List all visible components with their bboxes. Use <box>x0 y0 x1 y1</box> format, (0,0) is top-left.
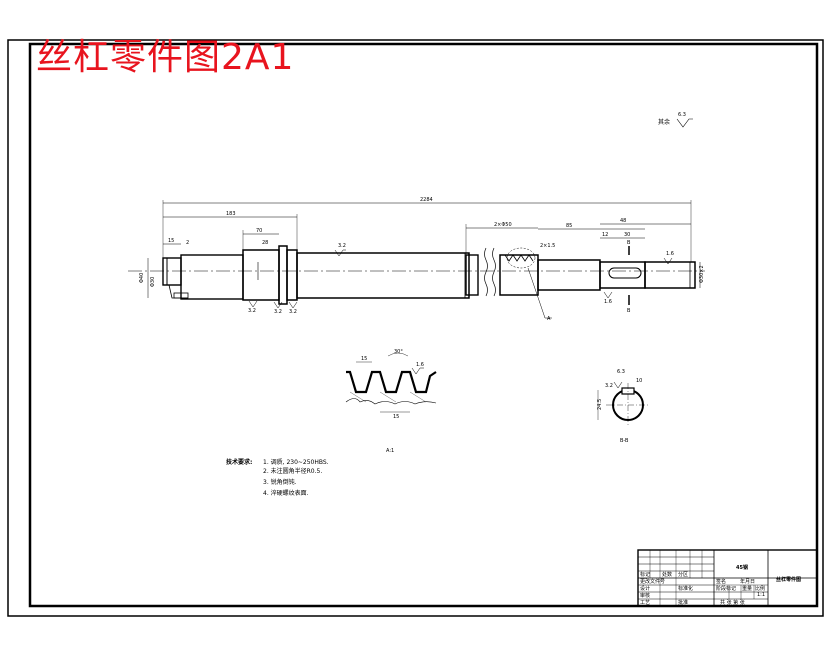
keyway <box>608 267 642 279</box>
tech-req-item: 3. 锐角倒钝. <box>263 478 297 486</box>
dim-overall: 2284 <box>420 197 433 203</box>
dim-collar-small: 28 <box>262 240 268 246</box>
dim-right-dia: Φ30×2 <box>699 265 705 283</box>
roughness-mark: 1.6 <box>604 299 612 305</box>
tb-designer: 设计 <box>640 585 650 592</box>
section-dim: 24.5 <box>597 399 603 410</box>
tech-req-heading: 技术要求: <box>226 458 252 466</box>
tb-standardize: 标准化 <box>678 585 693 592</box>
tb-change-doc: 更改文件号 <box>640 578 665 585</box>
tb-part-name: 丝杠零件图 <box>776 576 801 583</box>
section-b-top: B <box>627 240 631 246</box>
section-bb-view: 24.5 3.2 6.3 10 B-B <box>597 369 650 444</box>
roughness-note-label: 其余 <box>658 118 670 126</box>
dim-right-a: 12 <box>602 232 608 238</box>
tb-review: 审核 <box>640 592 650 599</box>
section-dim: 10 <box>636 378 642 384</box>
roughness-symbol-icon <box>676 118 693 128</box>
section-b-bottom: B <box>627 308 631 314</box>
roughness-mark: 3.2 <box>248 308 256 314</box>
roughness-mark-icon <box>248 300 258 308</box>
roughness-mark-icon <box>288 301 298 309</box>
section-dim: 3.2 <box>605 383 613 389</box>
thread-dim: 15 <box>393 414 399 420</box>
page-title: 丝杠零件图2A1 <box>36 37 295 78</box>
dim-small-left-1: 15 <box>168 238 174 244</box>
tech-requirements: 技术要求: 1. 调质, 230~250HBS. 2. 未注圆角半径R0.5. … <box>226 458 329 497</box>
tb-weight: 重量 <box>742 585 752 592</box>
dim-groove: 2×1.5 <box>540 243 555 249</box>
roughness-mark: 1.6 <box>666 251 674 257</box>
tb-material: 45钢 <box>736 564 748 571</box>
roughness-mark-icon <box>603 291 613 299</box>
roughness-mark-icon <box>334 249 346 257</box>
outer-border <box>7 39 824 617</box>
tb-division: 分区 <box>678 571 688 578</box>
dim-small-left-2: 2 <box>186 240 189 246</box>
detail-circle <box>506 247 536 269</box>
keyway-section <box>599 261 646 289</box>
tb-scale: 1:1 <box>757 592 765 598</box>
dim-right-keyseat: 2×Φ50 <box>494 222 512 228</box>
tech-req-item: 4. 淬硬螺纹表面. <box>263 489 309 497</box>
tb-sign: 签名 <box>716 578 726 585</box>
screw-body <box>296 252 470 299</box>
tb-stage-mark: 阶段标记 <box>716 585 736 592</box>
collar-flange <box>278 245 288 305</box>
tb-date: 年月日 <box>740 578 755 585</box>
bearing-collar <box>242 249 280 301</box>
tb-count: 处数 <box>662 571 672 578</box>
thread-dim: 30° <box>394 349 403 355</box>
dim-left-dia2: Φ30 <box>150 277 156 287</box>
dim-right-step: 48 <box>620 218 626 224</box>
tb-approve: 批准 <box>678 599 688 606</box>
thread-detail-view: 15 30° 1.6 15 A:1 <box>345 349 437 454</box>
detail-tag: A <box>547 316 551 322</box>
roughness-mark: 3.2 <box>289 309 297 315</box>
tech-req-item: 2. 未注圆角半径R0.5. <box>263 467 322 475</box>
general-roughness-note: 其余 6.3 <box>658 112 693 128</box>
thread-section <box>499 254 539 296</box>
dim-left-section: 183 <box>226 211 236 217</box>
tb-mark: 标记 <box>640 571 650 578</box>
shaft-main-view: B B A 2284 183 70 28 15 2 2×Φ50 85 48 12… <box>128 197 705 322</box>
roughness-mark-icon <box>411 367 424 375</box>
tb-process: 工艺 <box>640 600 650 606</box>
break-line <box>484 247 488 297</box>
right-end <box>644 261 696 289</box>
roughness-mark: 3.2 <box>338 243 346 249</box>
thread-dim: 1.6 <box>416 362 424 368</box>
dim-left-dia: Φ40 <box>139 273 145 283</box>
tb-scale-label: 比例 <box>755 585 765 592</box>
tb-sheets: 共 张 第 张 <box>720 599 745 606</box>
thread-dim: 15 <box>361 356 367 362</box>
left-journal <box>162 257 182 286</box>
thread-detail-label: A:1 <box>386 448 394 454</box>
roughness-marks: 3.2 3.2 3.2 3.2 1.6 1.6 <box>248 243 674 315</box>
drawing-frame <box>28 42 819 608</box>
section-bb-label: B-B <box>620 438 629 444</box>
section-dim: 6.3 <box>617 369 625 375</box>
roughness-mark-icon <box>663 257 673 265</box>
title-block: 45钢 丝杠零件图 1:1 标记 处数 分区 更改文件号 签名 年月日 设计 标… <box>637 549 818 607</box>
roughness-mark-icon <box>613 381 623 389</box>
dim-right-mid: 85 <box>566 223 572 229</box>
tech-req-item: 1. 调质, 230~250HBS. <box>263 458 329 466</box>
left-shoulder <box>180 254 244 300</box>
dim-right-b: 30 <box>624 232 630 238</box>
roughness-mark-icon <box>273 301 283 309</box>
thread-profile <box>346 370 437 394</box>
roughness-mark: 3.2 <box>274 309 282 315</box>
dim-collar: 70 <box>256 228 262 234</box>
roughness-note-value: 6.3 <box>678 112 686 118</box>
right-journal <box>537 259 601 291</box>
